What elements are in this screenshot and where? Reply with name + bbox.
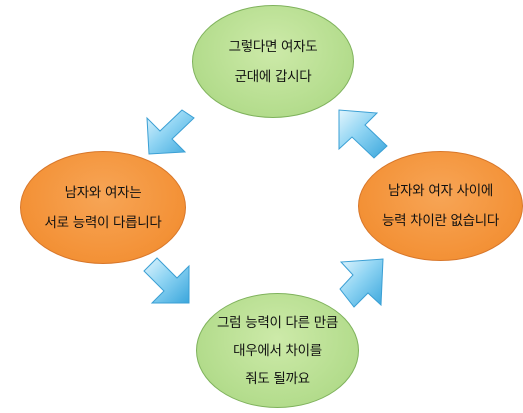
node-bottom-line-3: 줘도 될까요 xyxy=(245,370,310,387)
node-right-line-2: 능력 차이란 없습니다 xyxy=(381,213,500,229)
node-bottom-line-2: 대우에서 차이를 xyxy=(233,342,322,359)
node-right-line-1: 남자와 여자 사이에 xyxy=(388,183,493,199)
arrow-left-to-bottom xyxy=(143,257,190,304)
node-top: 그렇다면 여자도 군대에 갑시다 xyxy=(192,5,354,118)
node-top-line-2: 군대에 갑시다 xyxy=(234,68,312,85)
node-bottom-line-1: 그럼 능력이 다른 만큼 xyxy=(216,314,339,331)
node-top-line-1: 그렇다면 여자도 xyxy=(228,38,318,55)
node-bottom: 그럼 능력이 다른 만큼 대우에서 차이를 줘도 될까요 xyxy=(196,293,359,408)
node-left: 남자와 여자는 서로 능력이 다릅니다 xyxy=(20,151,186,264)
node-left-line-2: 서로 능력이 다릅니다 xyxy=(44,214,162,231)
arrow-top-to-left xyxy=(146,109,195,155)
node-left-line-1: 남자와 여자는 xyxy=(64,184,142,201)
arrow-bottom-to-right xyxy=(339,258,384,308)
arrow-right-to-top xyxy=(338,109,388,159)
node-right: 남자와 여자 사이에 능력 차이란 없습니다 xyxy=(358,151,523,261)
